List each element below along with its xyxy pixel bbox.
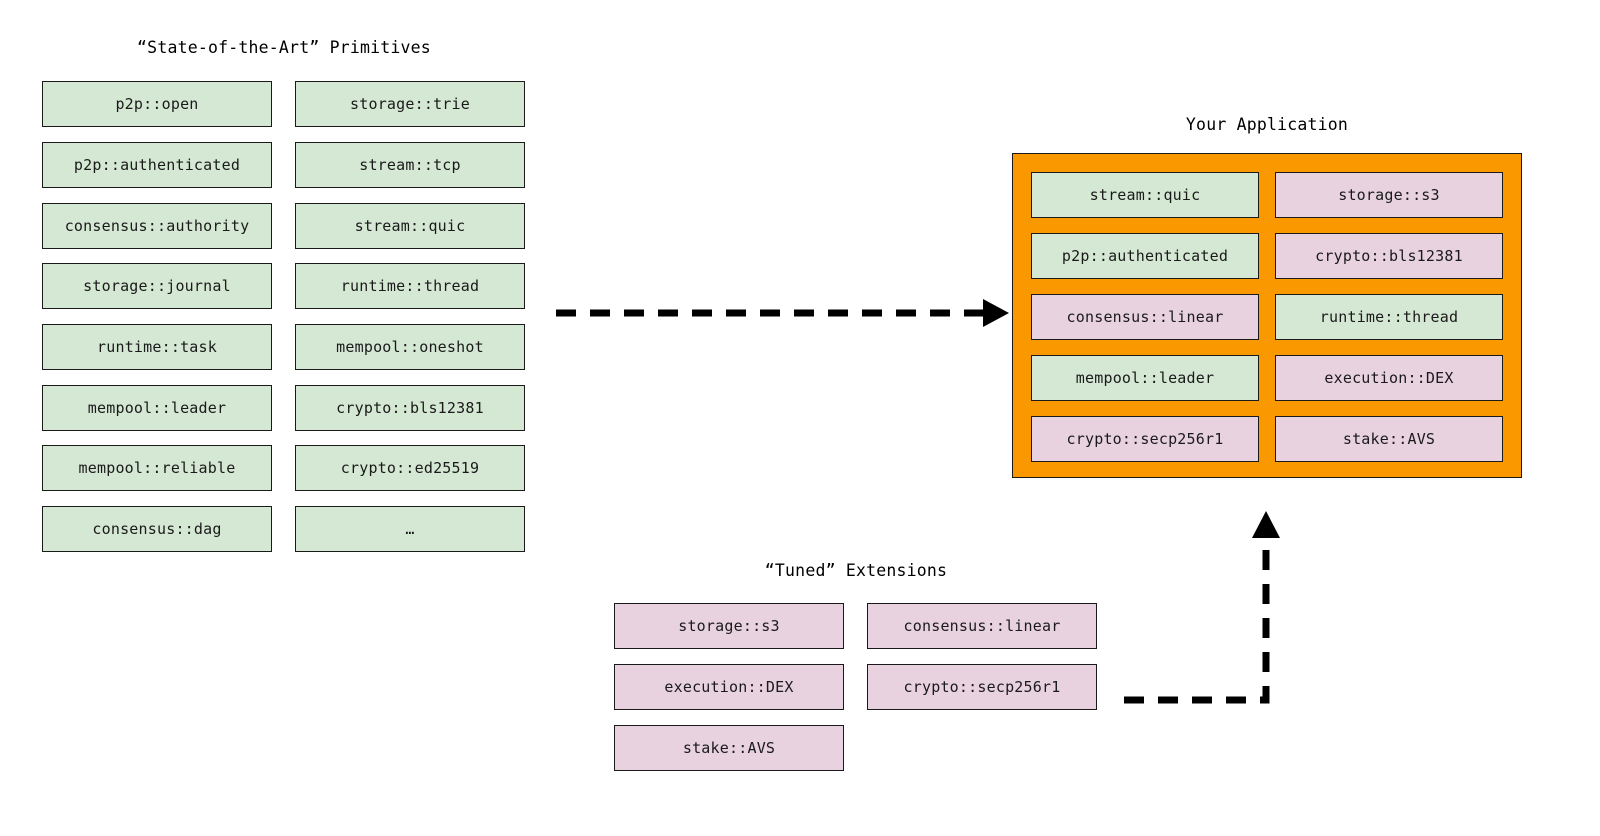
application-module-box[interactable]: mempool::leader bbox=[1031, 355, 1259, 401]
application-module-box[interactable]: consensus::linear bbox=[1031, 294, 1259, 340]
primitive-box[interactable]: mempool::oneshot bbox=[295, 324, 525, 370]
extension-box[interactable]: execution::DEX bbox=[614, 664, 844, 710]
primitive-box[interactable]: runtime::thread bbox=[295, 263, 525, 309]
application-module-box[interactable]: runtime::thread bbox=[1275, 294, 1503, 340]
application-module-box[interactable]: p2p::authenticated bbox=[1031, 233, 1259, 279]
primitive-box[interactable]: storage::journal bbox=[42, 263, 272, 309]
arrow-extensions-to-application bbox=[1124, 511, 1280, 704]
primitives-section-title: “State-of-the-Art” Primitives bbox=[137, 38, 431, 57]
primitive-box[interactable]: mempool::reliable bbox=[42, 445, 272, 491]
primitive-box[interactable]: storage::trie bbox=[295, 81, 525, 127]
extension-box[interactable]: crypto::secp256r1 bbox=[867, 664, 1097, 710]
primitive-box[interactable]: p2p::authenticated bbox=[42, 142, 272, 188]
application-section-title: Your Application bbox=[1185, 115, 1349, 134]
application-module-box[interactable]: storage::s3 bbox=[1275, 172, 1503, 218]
application-module-box[interactable]: execution::DEX bbox=[1275, 355, 1503, 401]
application-module-box[interactable]: crypto::bls12381 bbox=[1275, 233, 1503, 279]
extension-box[interactable]: storage::s3 bbox=[614, 603, 844, 649]
application-module-box[interactable]: crypto::secp256r1 bbox=[1031, 416, 1259, 462]
primitive-box[interactable]: stream::quic bbox=[295, 203, 525, 249]
primitive-box[interactable]: crypto::bls12381 bbox=[295, 385, 525, 431]
extensions-section-title: “Tuned” Extensions bbox=[764, 561, 948, 580]
primitive-box[interactable]: consensus::dag bbox=[42, 506, 272, 552]
primitive-box[interactable]: p2p::open bbox=[42, 81, 272, 127]
extension-box[interactable]: stake::AVS bbox=[614, 725, 844, 771]
extension-box[interactable]: consensus::linear bbox=[867, 603, 1097, 649]
primitive-box[interactable]: stream::tcp bbox=[295, 142, 525, 188]
arrow-primitives-to-application bbox=[556, 299, 1009, 327]
primitive-box[interactable]: mempool::leader bbox=[42, 385, 272, 431]
primitive-box[interactable]: crypto::ed25519 bbox=[295, 445, 525, 491]
application-module-box[interactable]: stream::quic bbox=[1031, 172, 1259, 218]
primitive-box[interactable]: … bbox=[295, 506, 525, 552]
primitive-box[interactable]: consensus::authority bbox=[42, 203, 272, 249]
application-module-box[interactable]: stake::AVS bbox=[1275, 416, 1503, 462]
primitive-box[interactable]: runtime::task bbox=[42, 324, 272, 370]
